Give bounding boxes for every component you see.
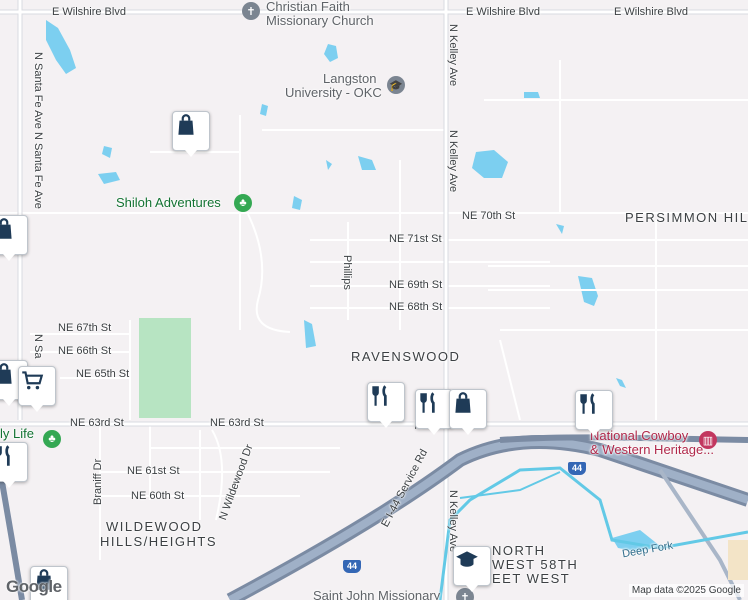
highway-shield: 44 xyxy=(343,560,361,573)
minor-roads xyxy=(0,60,748,560)
shopping-pin[interactable] xyxy=(0,215,28,261)
graduation-cap-icon xyxy=(456,551,478,567)
area-west-58th: WEST 58TH xyxy=(492,557,579,572)
area-ravenswood: RAVENSWOOD xyxy=(351,349,461,364)
street-ne61: NE 61st St xyxy=(127,465,180,477)
fork-knife-icon xyxy=(420,392,435,413)
street-kelley-bottom: N Kelley Ave xyxy=(447,490,459,553)
shopping-pin[interactable] xyxy=(30,566,68,600)
poi-cowboy-line1[interactable]: National Cowboy xyxy=(590,428,689,443)
street-wilshire-right: E Wilshire Blvd xyxy=(614,6,688,18)
street-ne68: NE 68th St xyxy=(389,301,443,313)
street-wilshire-mid: E Wilshire Blvd xyxy=(466,6,540,18)
park-area xyxy=(139,318,191,418)
area-north: NORTH xyxy=(492,543,546,558)
area-eet-west: EET WEST xyxy=(492,571,571,586)
shopping-bag-icon xyxy=(0,363,12,384)
water-bodies xyxy=(46,20,660,552)
tree-icon[interactable]: ♣ xyxy=(43,430,61,448)
street-santa-fe-low: N Sa xyxy=(32,334,44,359)
street-ne67: NE 67th St xyxy=(58,322,112,334)
map-attribution[interactable]: Map data ©2025 Google xyxy=(628,584,744,597)
poi-langston-line1[interactable]: Langston xyxy=(323,71,377,86)
street-wilshire-left: E Wilshire Blvd xyxy=(52,6,126,18)
poi-ly-life[interactable]: ly Life xyxy=(0,426,34,441)
shopping-pin[interactable] xyxy=(172,111,210,157)
fork-knife-icon xyxy=(372,385,387,406)
street-ne63-left: NE 63rd St xyxy=(70,417,124,429)
school-pin[interactable] xyxy=(453,546,491,592)
restaurant-pin[interactable] xyxy=(575,390,613,436)
shopping-bag-icon xyxy=(0,218,12,239)
poi-church-line2[interactable]: Missionary Church xyxy=(266,13,374,28)
interstate-44 xyxy=(0,434,748,600)
street-santa-fe-top: N Santa Fe Ave xyxy=(32,52,44,129)
poi-cowboy-line2[interactable]: & Western Heritage... xyxy=(590,442,715,457)
poi-church-line1[interactable]: Christian Faith xyxy=(266,0,350,14)
area-wildewood: WILDEWOOD xyxy=(106,519,203,534)
street-santa-fe-mid: N Santa Fe Ave xyxy=(32,132,44,209)
poi-stjohn[interactable]: Saint John Missionary xyxy=(313,588,441,600)
shopping-bag-icon xyxy=(455,392,471,413)
street-kelley-mid: N Kelley Ave xyxy=(447,130,459,193)
grocery-pin[interactable] xyxy=(18,366,56,412)
graduation-cap-icon[interactable]: 🎓 xyxy=(387,76,405,94)
street-braniff: Braniff Dr xyxy=(92,458,104,505)
fork-knife-icon xyxy=(580,393,595,414)
museum-icon[interactable]: ▥ xyxy=(699,431,717,449)
street-ne69: NE 69th St xyxy=(389,279,443,291)
google-logo: Google xyxy=(6,577,62,596)
shopping-cart-icon xyxy=(22,371,44,390)
restaurant-pin[interactable] xyxy=(0,442,28,488)
cross-icon[interactable]: ✝ xyxy=(242,2,260,20)
street-ne71: NE 71st St xyxy=(389,233,442,245)
street-ne65: NE 65th St xyxy=(76,368,130,380)
area-hills-heights: HILLS/HEIGHTS xyxy=(100,534,218,549)
shopping-bag-icon xyxy=(36,569,52,590)
poi-shiloh[interactable]: Shiloh Adventures xyxy=(116,195,221,210)
area-persimmon-hill: PERSIMMON HILL xyxy=(625,210,748,225)
highway-shield: 44 xyxy=(568,462,586,475)
shopping-pin[interactable] xyxy=(449,389,487,435)
restaurant-pin[interactable] xyxy=(415,389,453,435)
poi-langston-line2[interactable]: University - OKC xyxy=(285,85,382,100)
tree-icon[interactable]: ♣ xyxy=(234,194,252,212)
street-ne70: NE 70th St xyxy=(462,210,516,222)
street-ne60: NE 60th St xyxy=(131,490,185,502)
street-kelley-top: N Kelley Ave xyxy=(447,24,459,87)
deep-fork-river xyxy=(438,466,748,600)
street-ne66: NE 66th St xyxy=(58,345,112,357)
fork-knife-icon xyxy=(0,445,10,466)
sand-area xyxy=(728,540,748,580)
shopping-bag-icon xyxy=(178,114,194,135)
street-phillips: Phillips xyxy=(341,255,353,290)
restaurant-pin[interactable] xyxy=(367,382,405,428)
street-ne63-mid: NE 63rd St xyxy=(210,417,264,429)
